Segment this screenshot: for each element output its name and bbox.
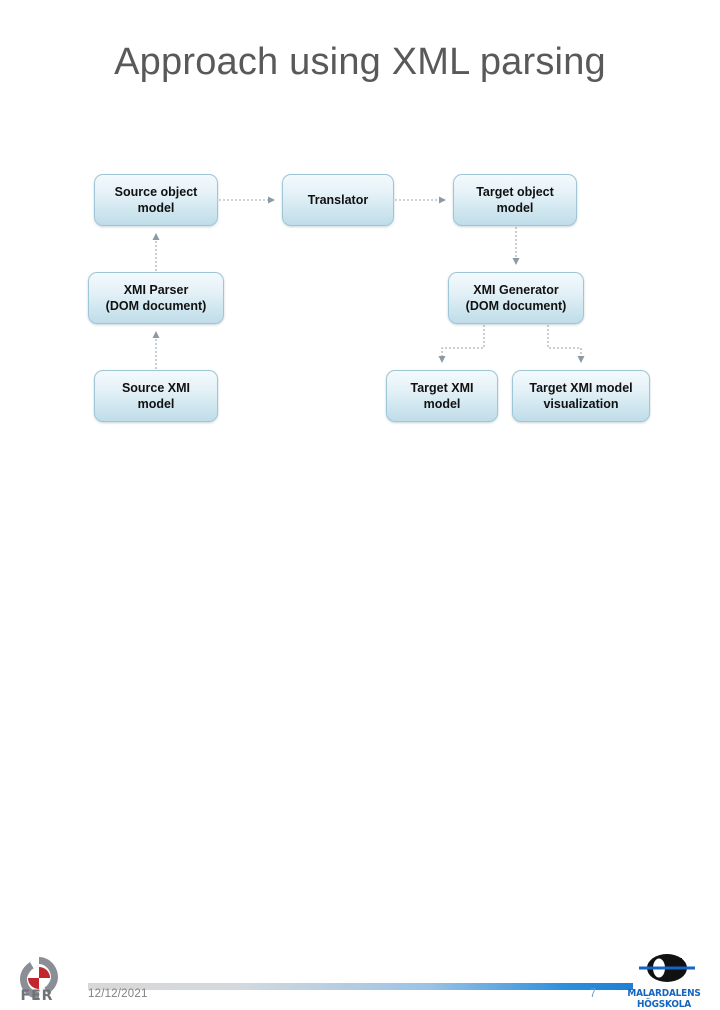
node-label: XMI Parser(DOM document) (105, 283, 207, 313)
node-label: Translator (307, 193, 369, 207)
slide-footer: FER 12/12/2021 7 MÄLARDALENS HÖGSKOLA (0, 470, 720, 1010)
footer-date: 12/12/2021 (88, 988, 148, 1000)
node-label: XMI Generator(DOM document) (465, 283, 567, 313)
malardalens-hogskola-logo-icon (639, 954, 695, 982)
node-translator[interactable]: Translator (282, 174, 394, 226)
fer-logo-text: FER (20, 988, 54, 1004)
page-title: Approach using XML parsing (114, 41, 606, 83)
edge-xmi-generator-to-visualization (547, 325, 585, 363)
node-xmi-generator[interactable]: XMI Generator(DOM document) (448, 272, 584, 324)
edge-xmi-generator-to-target-xmi (438, 325, 485, 363)
slide-number: 7 (589, 988, 597, 1000)
node-xmi-parser[interactable]: XMI Parser(DOM document) (88, 272, 224, 324)
footer-gradient-bar (88, 983, 633, 990)
malardalens-hogskola-logo-text: MÄLARDALENS HÖGSKOLA (627, 988, 701, 1010)
